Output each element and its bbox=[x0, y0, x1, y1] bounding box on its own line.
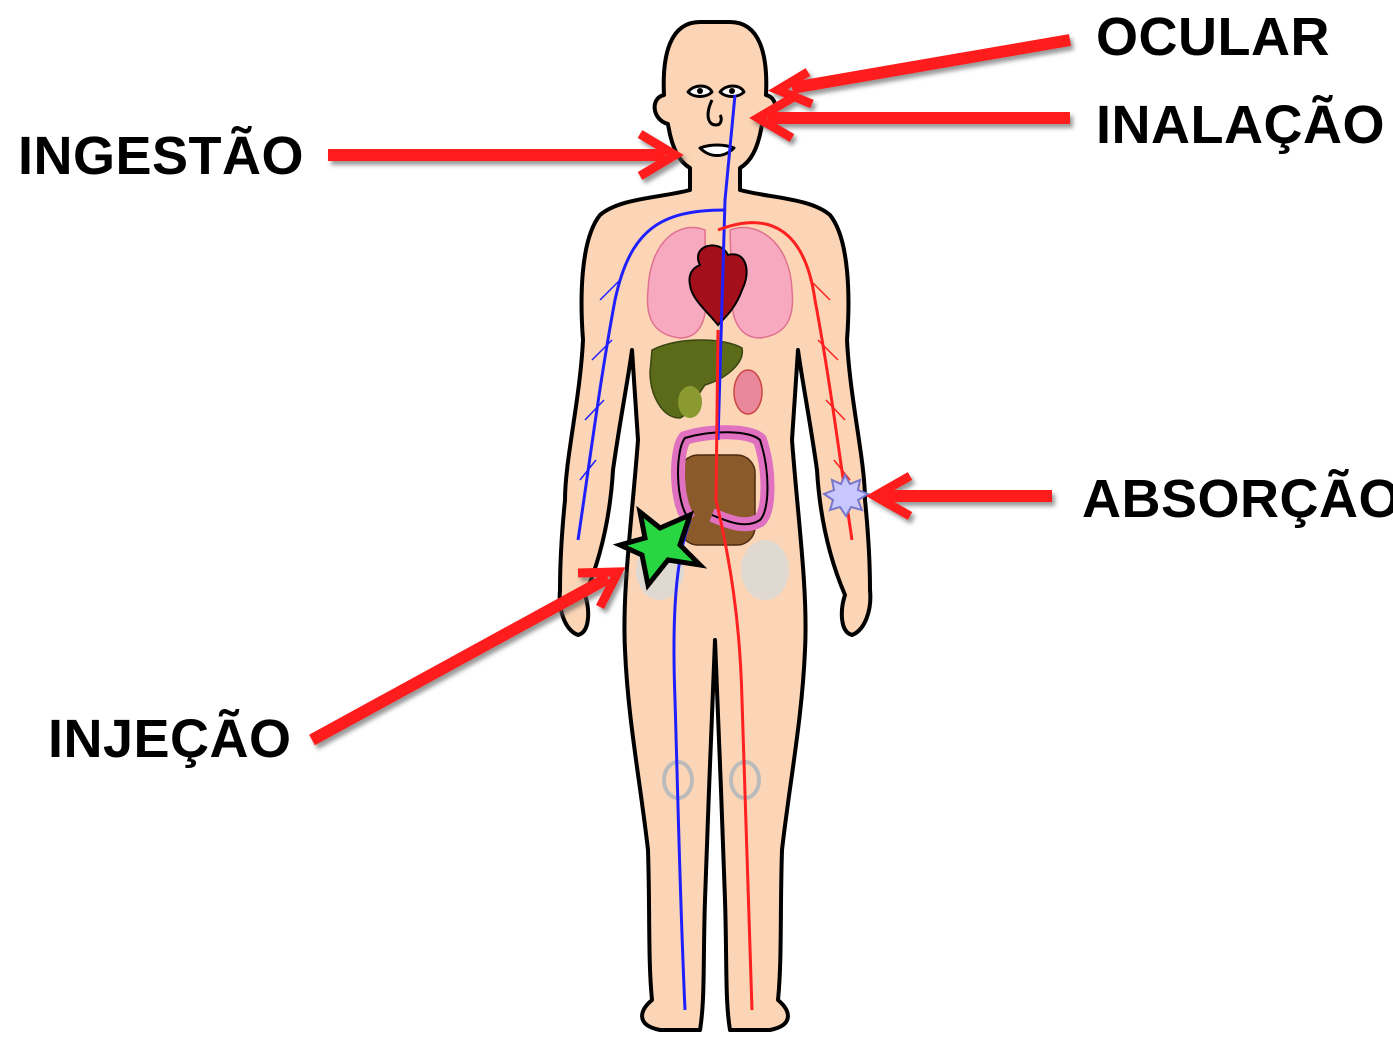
ocular-arrow bbox=[778, 40, 1070, 104]
right-pupil bbox=[729, 88, 735, 94]
ingestion-label: INGESTÃO bbox=[18, 129, 304, 183]
inhalation-label: INALAÇÃO bbox=[1096, 98, 1385, 152]
left-pupil bbox=[697, 88, 703, 94]
injection-arrow bbox=[312, 572, 618, 740]
ocular-label: OCULAR bbox=[1096, 10, 1330, 64]
right-kidney bbox=[734, 370, 762, 414]
right-hip bbox=[741, 540, 789, 600]
ingestion-arrow bbox=[328, 134, 675, 176]
absorption-label: ABSORÇÃO bbox=[1082, 472, 1393, 526]
injection-label: INJEÇÃO bbox=[48, 712, 292, 766]
absorption-arrow bbox=[875, 476, 1052, 516]
left-kidney bbox=[678, 386, 702, 418]
